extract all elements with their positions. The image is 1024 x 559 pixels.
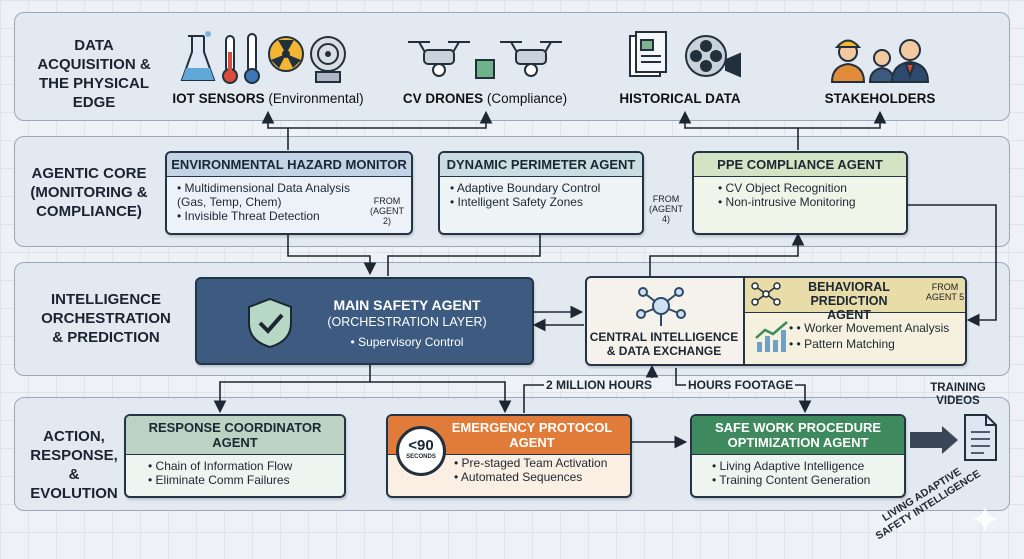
dynamic-perimeter-agent-list: Adaptive Boundary Control Intelligent Sa… [440,181,642,209]
from-agent-5-note: FROM AGENT 5 [925,282,965,302]
main-safety-agent-card: MAIN SAFETY AGENT (ORCHESTRATION LAYER) … [195,277,534,365]
band-label-data-acquisition: DATA ACQUISITION & THE PHYSICAL EDGE [37,37,151,111]
list-item: Chain of Information Flow [148,459,344,473]
safe-work-procedure-agent-card: SAFE WORK PROCEDURE OPTIMIZATION AGENT L… [690,414,906,498]
sparkle-icon [972,506,998,532]
behavioral-prediction-agent-header: BEHAVIORAL PREDICTION AGENT FROM AGENT 5 [745,278,965,322]
stakeholders-label: STAKEHOLDERS [824,91,936,106]
central-intelligence-card: CENTRAL INTELLIGENCE & DATA EXCHANGE BEH… [585,276,967,366]
iot-sensors-title: IOT SENSORS [172,91,265,106]
hours-footage-label: HOURS FOOTAGE [686,378,796,392]
iot-sensors-icon [180,31,346,84]
list-item: Living Adaptive Intelligence [712,459,904,473]
response-coordinator-agent-list: Chain of Information Flow Eliminate Comm… [126,459,344,487]
dynamic-perimeter-agent-title: DYNAMIC PERIMETER AGENT [440,153,642,177]
network-hub-icon [636,287,686,326]
from-agent-4-note: FROM (AGENT 4) [648,194,683,224]
list-item: • Pattern Matching [789,336,949,352]
list-item: Multidimensional Data Analysis (Gas, Tem… [177,181,367,209]
list-item: Pre-staged Team Activation [454,456,608,470]
million-hours-label: 2 MILLION HOURS [544,378,655,392]
list-item: Invisible Threat Detection [177,209,367,223]
main-safety-agent-subtitle: (ORCHESTRATION LAYER) [327,315,487,329]
from-agent-2-note: FROM (AGENT 2) [369,196,404,226]
historical-data-icon [629,31,741,78]
ppe-compliance-agent-card: PPE COMPLIANCE AGENT CV Object Recogniti… [692,151,908,235]
behavioral-prediction-agent-card: BEHAVIORAL PREDICTION AGENT FROM AGENT 5… [743,278,965,364]
safe-work-procedure-agent-title: SAFE WORK PROCEDURE OPTIMIZATION AGENT [692,416,904,455]
environmental-hazard-monitor-list: Multidimensional Data Analysis (Gas, Tem… [167,181,367,223]
response-coordinator-agent-title: RESPONSE COORDINATOR AGENT [126,416,344,455]
central-intelligence-title: CENTRAL INTELLIGENCE & DATA EXCHANGE [589,330,739,358]
list-item: Adaptive Boundary Control [450,181,642,195]
dynamic-perimeter-agent-card: DYNAMIC PERIMETER AGENT Adaptive Boundar… [438,151,644,235]
main-safety-agent-item: • Supervisory Control [350,335,464,349]
list-item-text: Pattern Matching [804,337,895,351]
iot-sensors-subtitle: (Environmental) [264,91,364,106]
shield-check-icon [248,297,292,349]
band-label-agentic-core: AGENTIC CORE (MONITORING & COMPLIANCE) [30,165,148,220]
list-item: CV Object Recognition [718,181,906,195]
trend-chart-icon [755,321,788,352]
list-item: Automated Sequences [454,470,607,484]
stopwatch-icon: <90 SECONDS [396,426,446,476]
ppe-compliance-agent-title: PPE COMPLIANCE AGENT [694,153,906,177]
ppe-compliance-agent-list: CV Object Recognition Non-intrusive Moni… [694,181,906,209]
iot-sensors-label: IOT SENSORS (Environmental) [168,91,368,106]
environmental-hazard-monitor-card: ENVIRONMENTAL HAZARD MONITOR Multidimens… [165,151,413,235]
environmental-hazard-monitor-title: ENVIRONMENTAL HAZARD MONITOR [167,153,411,177]
behavioral-prediction-agent-list: • Worker Movement Analysis • Pattern Mat… [789,320,950,352]
list-item: Eliminate Comm Failures [148,473,344,487]
behavioral-prediction-agent-title: BEHAVIORAL PREDICTION AGENT [808,280,890,322]
list-item: Non-intrusive Monitoring [718,195,906,209]
historical-data-label: HISTORICAL DATA [619,91,741,106]
emergency-protocol-agent-list: Pre-staged Team Activation Automated Seq… [454,456,608,484]
main-safety-agent-item-text: Supervisory Control [358,335,464,349]
main-safety-agent-title: MAIN SAFETY AGENT [333,297,481,313]
response-coordinator-agent-card: RESPONSE COORDINATOR AGENT Chain of Info… [124,414,346,498]
list-item: • Worker Movement Analysis [789,320,950,336]
training-videos-label: TRAINING VIDEOS [930,382,986,407]
neural-net-icon [751,282,781,306]
stakeholders-icon [830,39,930,83]
document-icon [964,414,997,461]
stopwatch-value: <90 [408,437,434,454]
cv-drones-title: CV DRONES [402,91,484,106]
cv-drones-icon [408,41,562,79]
list-item: Training Content Generation [712,473,904,487]
cv-drones-subtitle: (Compliance) [483,91,568,106]
cv-drones-label: CV DRONES (Compliance) [395,91,575,106]
band-label-orchestration: INTELLIGENCE ORCHESTRATION & PREDICTION [41,291,171,346]
stopwatch-unit: SECONDS [406,454,436,460]
list-item-text: Worker Movement Analysis [804,321,950,335]
safe-work-procedure-agent-list: Living Adaptive Intelligence Training Co… [692,459,904,487]
band-label-action: ACTION, RESPONSE, & EVOLUTION [30,428,118,502]
emergency-protocol-agent-card: EMERGENCY PROTOCOL AGENT <90 SECONDS Pre… [386,414,632,498]
list-item: Intelligent Safety Zones [450,195,642,209]
